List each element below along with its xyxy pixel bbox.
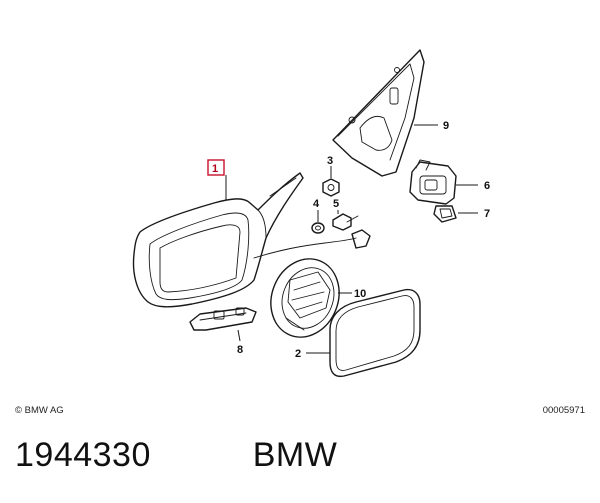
part-3-nut <box>322 166 340 197</box>
callout-7: 7 <box>484 208 490 220</box>
part-2-mirror-glass <box>306 288 421 378</box>
part-5-screw <box>332 210 359 231</box>
callout-8: 8 <box>237 344 243 356</box>
diagram-document-number: 00005971 <box>542 405 585 416</box>
exploded-parts-diagram: 1 2 3 4 5 6 7 8 9 10 <box>132 49 490 378</box>
part-9-trim-cover <box>332 49 438 177</box>
callout-3: 3 <box>327 155 333 167</box>
part-1-mirror-housing <box>132 172 304 308</box>
part-number: 1944330 <box>15 436 151 474</box>
part-8-cover-strip <box>189 307 257 342</box>
callout-2: 2 <box>295 348 301 360</box>
part-10-mirror-adjuster <box>270 258 352 338</box>
copyright-notice: © BMW AG <box>15 405 64 416</box>
part-caption: 1944330 BMW <box>15 436 337 475</box>
callout-9: 9 <box>443 120 449 132</box>
part-4-grommet <box>311 210 325 234</box>
brand-name: BMW <box>252 436 338 474</box>
callout-1: 1 <box>212 163 218 175</box>
mirror-wiring-harness <box>253 229 371 259</box>
callout-5: 5 <box>333 198 339 210</box>
callout-1-highlight-box <box>207 159 225 176</box>
part-7-switch-knob <box>433 205 478 223</box>
part-6-mirror-switch <box>409 159 478 205</box>
callout-6: 6 <box>484 180 490 192</box>
callout-10: 10 <box>354 288 366 300</box>
callout-4: 4 <box>313 198 320 210</box>
